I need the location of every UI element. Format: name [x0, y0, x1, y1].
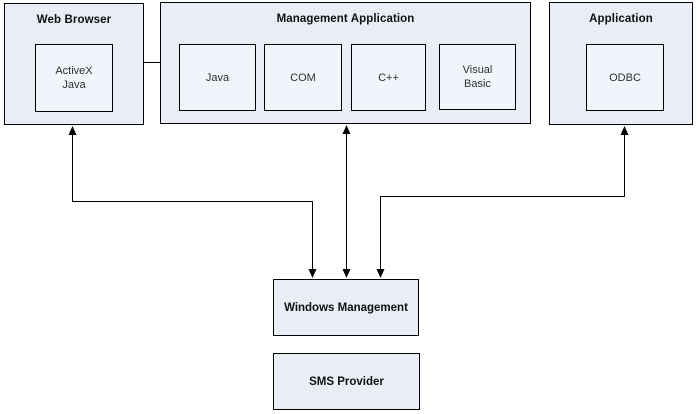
- com-label: COM: [290, 71, 316, 84]
- windows-management-box: Windows Management: [273, 279, 419, 336]
- cpp-label: C++: [378, 71, 399, 84]
- odbc-label: ODBC: [609, 71, 641, 84]
- arrow-application-windows-management: [376, 126, 629, 278]
- management-application-box: Management Application Java COM C++ Visu…: [160, 2, 531, 124]
- windows-management-title: Windows Management: [284, 301, 408, 314]
- activex-java-box: ActiveX Java: [35, 44, 113, 112]
- cpp-box: C++: [351, 44, 426, 111]
- activex-java-label: ActiveX Java: [55, 65, 93, 91]
- web-browser-box: Web Browser ActiveX Java: [4, 3, 144, 125]
- java-box: Java: [179, 44, 256, 111]
- web-browser-title: Web Browser: [36, 14, 112, 26]
- arrow-web-browser-windows-management: [68, 126, 317, 278]
- sms-provider-box: SMS Provider: [273, 353, 420, 410]
- sms-provider-title: SMS Provider: [309, 375, 384, 388]
- odbc-box: ODBC: [586, 44, 664, 111]
- application-box: Application ODBC: [549, 2, 693, 125]
- arrow-management-application-windows-management: [342, 125, 351, 278]
- java-label: Java: [205, 71, 230, 84]
- visual-basic-box: Visual Basic: [439, 44, 516, 110]
- com-box: COM: [264, 44, 342, 111]
- management-application-title: Management Application: [276, 13, 415, 25]
- application-title: Application: [589, 13, 653, 25]
- visual-basic-label: Visual Basic: [462, 64, 493, 90]
